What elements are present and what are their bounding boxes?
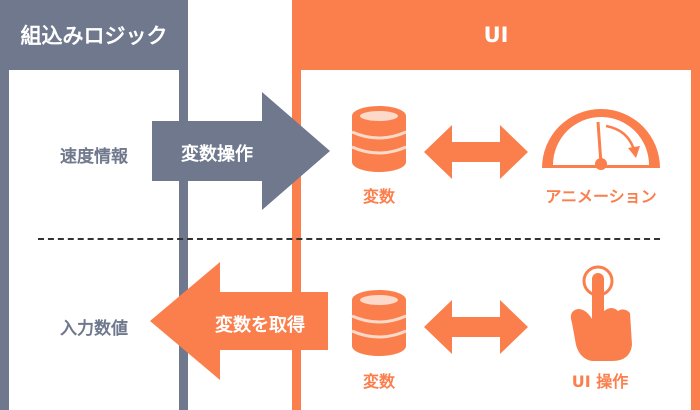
database-icon [351, 290, 407, 356]
embedded-logic-title: 組込みロジック [20, 24, 168, 48]
section-divider [38, 238, 660, 240]
hand-pointer-icon [570, 265, 632, 361]
gauge-icon [542, 109, 660, 170]
get-variable-arrow [150, 262, 328, 380]
variable-top-label: 変数 [362, 187, 395, 206]
get-variable-label: 変数を取得 [215, 315, 305, 336]
speed-info-label: 速度情報 [60, 147, 128, 167]
input-value-label: 入力数値 [60, 319, 128, 339]
variable-operation-arrow [152, 92, 330, 210]
double-arrow-icon [424, 300, 528, 354]
variable-bottom-label: 変数 [362, 372, 395, 391]
ui-operation-label: UI 操作 [571, 372, 629, 391]
double-arrow-icon [424, 125, 528, 179]
embedded-logic-panel-body [9, 70, 179, 410]
database-icon [351, 106, 407, 172]
variable-operation-label: 変数操作 [181, 144, 253, 165]
animation-label: アニメーション [545, 187, 657, 206]
ui-title: UI [483, 23, 509, 47]
